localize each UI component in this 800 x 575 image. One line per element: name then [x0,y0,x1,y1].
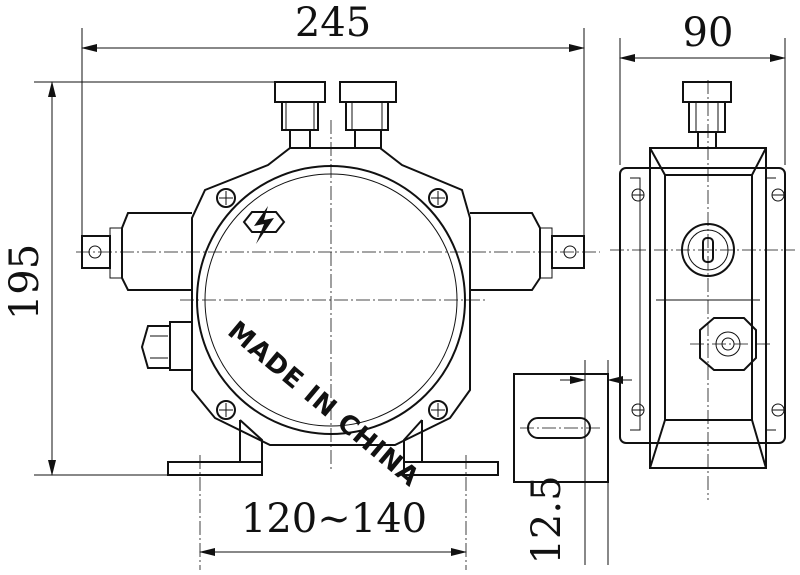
dimension-mount-spacing: 120~140 [199,496,467,556]
svg-text:90: 90 [683,10,734,56]
mounting-foot-left [167,419,263,476]
side-cable-gland [140,321,193,371]
top-gland-left [274,81,326,149]
side-screw [631,403,645,417]
dimension-slot-width: 12.5 [524,360,632,565]
corner-screw [216,400,236,420]
svg-text:120~140: 120~140 [241,496,427,542]
lightning-logo [242,206,286,244]
left-boss [81,212,192,291]
svg-text:12.5: 12.5 [524,475,570,564]
svg-text:245: 245 [295,0,371,46]
corner-screw [428,400,448,420]
svg-text:195: 195 [2,244,48,320]
mounting-foot-right [403,419,499,476]
side-screw [771,403,785,417]
made-in-china-text: MADE IN CHINA [222,316,425,493]
dimension-overall-width: 245 [81,0,585,240]
side-view [610,80,795,500]
corner-screw [216,188,236,208]
slot-detail [513,373,609,483]
dimension-overall-height: 195 [2,81,280,476]
top-gland-right [339,81,397,149]
corner-screw [428,188,448,208]
side-screw [771,188,785,202]
dimension-side-depth: 90 [619,10,786,165]
side-screw [631,188,645,202]
right-boss [470,212,585,291]
housing-outline [191,147,471,446]
